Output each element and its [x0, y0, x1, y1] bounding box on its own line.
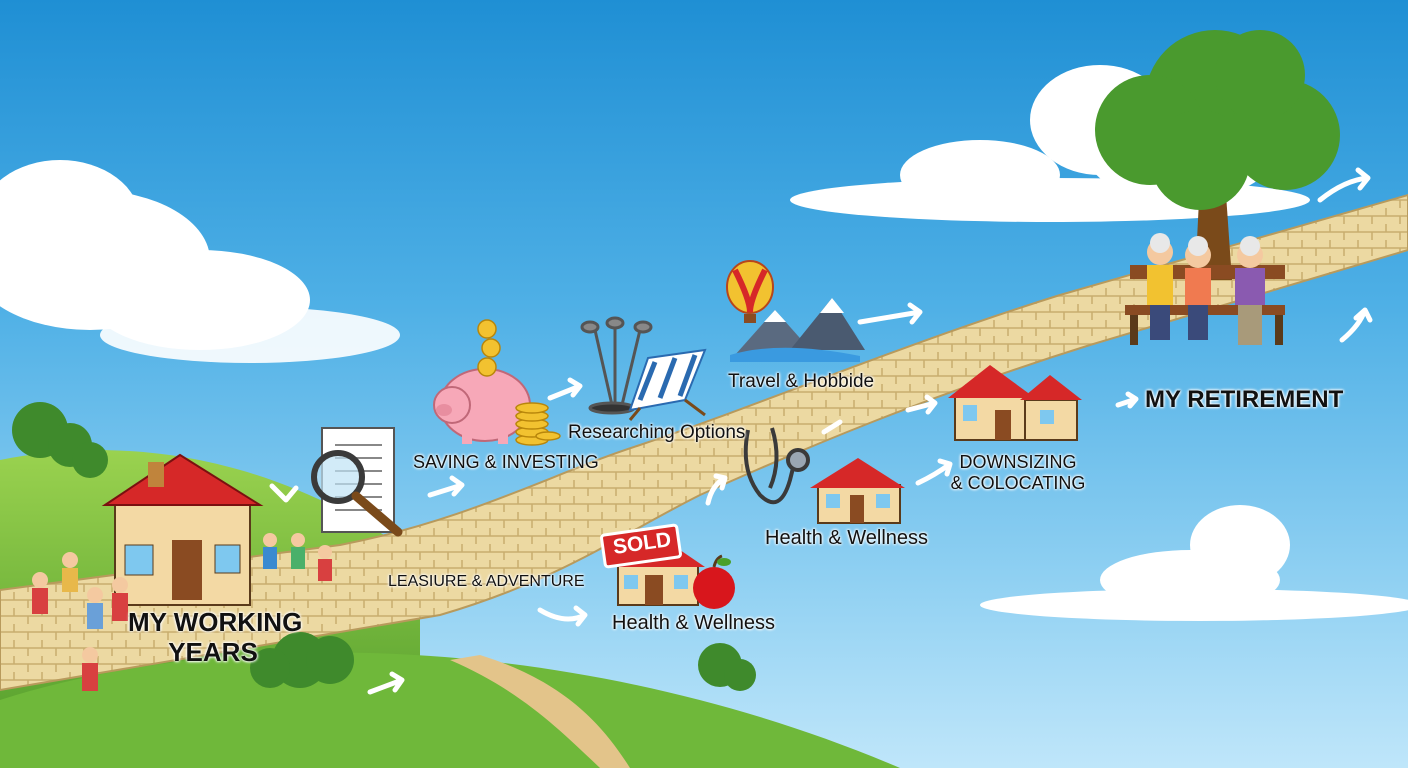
footpath — [450, 655, 630, 768]
label-health-wellness-upper: Health & Wellness — [765, 527, 929, 549]
coin-stack-icon — [477, 319, 561, 446]
label-researching-options: Researching Options — [568, 422, 746, 443]
bush-left — [12, 402, 756, 691]
label-working-years-line1: MY WORKING — [128, 607, 303, 637]
sold-house-icon — [600, 523, 705, 606]
small-house-icon — [810, 458, 905, 524]
cloud-lower-right — [980, 505, 1408, 621]
label-health-wellness-lower: Health & Wellness — [612, 612, 776, 634]
house-icon — [101, 453, 264, 606]
arrow-icon — [269, 167, 1373, 695]
stethoscope-icon — [743, 427, 810, 505]
piggy-bank-icon — [433, 368, 531, 444]
label-working-years-line2: YEARS — [168, 636, 258, 667]
people-group-icon — [32, 533, 332, 691]
label-travel-hobbies: Travel & Hobbide — [728, 371, 875, 392]
bench-seniors-icon — [1125, 233, 1285, 345]
tree-icon — [1095, 30, 1340, 280]
label-leisure-adventure: LEASIURE & ADVENTURE — [388, 573, 585, 590]
hill-bottom — [0, 652, 900, 768]
label-my-retirement: MY RETIREMENT — [1145, 386, 1344, 413]
duplex-house-icon — [948, 365, 1082, 441]
document-magnifier-icon — [311, 427, 403, 537]
label-working-years: MY WORKING YEARS — [128, 607, 303, 668]
mountains-icon — [730, 298, 865, 362]
label-downsizing-line1: DOWNSIZING — [959, 452, 1077, 472]
label-downsizing: DOWNSIZING & COLOCATING — [950, 452, 1086, 493]
apple-icon — [693, 554, 735, 609]
beach-chair-icon — [628, 348, 707, 421]
cloud-left — [0, 160, 400, 363]
label-downsizing-line2: & COLOCATING — [950, 472, 1086, 493]
label-saving-investing: SAVING & INVESTING — [413, 452, 599, 472]
hot-air-balloon-icon — [726, 260, 774, 323]
